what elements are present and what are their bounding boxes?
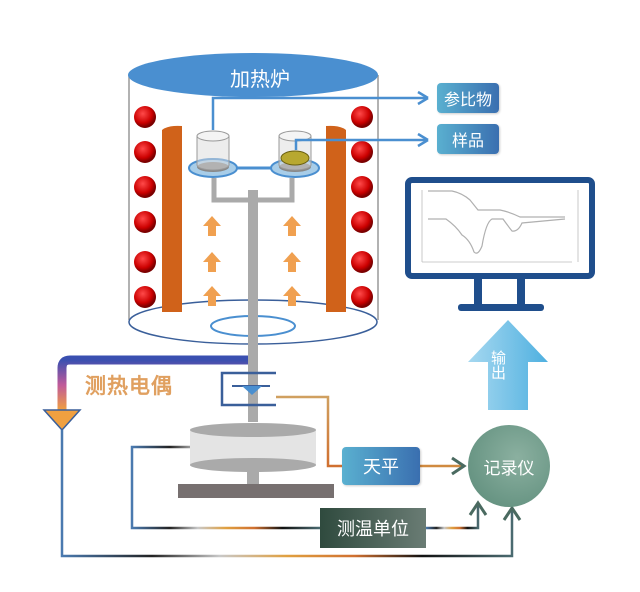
furnace-label: 加热炉 <box>230 66 290 91</box>
heat-flow-arrows <box>203 216 301 306</box>
heat-arrow-icon <box>203 286 221 306</box>
output-label: 输出 <box>489 350 507 380</box>
temperature-unit-box: 测温单位 <box>320 508 426 548</box>
heater-ball <box>134 176 156 198</box>
heater-ball <box>351 286 373 308</box>
recorder-node: 记录仪 <box>468 425 550 507</box>
thermocouple-arrow-icon <box>42 409 82 432</box>
heat-arrow-icon <box>203 216 221 236</box>
heater-ball <box>351 141 373 163</box>
thermocouple-lead <box>42 355 248 432</box>
heater-bar-right <box>326 125 346 312</box>
heater-ball <box>134 251 156 273</box>
heater-ball <box>134 106 156 128</box>
monitor-icon <box>405 177 595 311</box>
balance-base <box>178 484 334 498</box>
reference-crucible <box>188 130 238 178</box>
heater-ball <box>134 141 156 163</box>
output-arrow-icon <box>468 320 548 410</box>
thermocouple-label: 测热电偶 <box>85 374 173 398</box>
balance-label-box: 天平 <box>342 447 420 485</box>
label-leader-lines <box>211 90 429 150</box>
balance-drum <box>178 423 334 498</box>
heat-arrow-icon <box>283 252 301 272</box>
heater-ball <box>134 286 156 308</box>
heat-arrow-icon <box>283 216 301 236</box>
heater-ball <box>134 211 156 233</box>
heater-bars <box>162 125 346 312</box>
heater-bar-left <box>162 125 182 312</box>
signal-wires <box>60 395 522 558</box>
dta-curve <box>428 218 566 254</box>
heating-elements <box>134 106 373 308</box>
sample-crucible <box>270 130 320 178</box>
heat-arrow-icon <box>203 252 221 272</box>
heater-ball <box>351 176 373 198</box>
furnace-top <box>128 53 378 97</box>
heater-ball <box>351 211 373 233</box>
heater-ball <box>351 251 373 273</box>
balance-pointer <box>220 371 276 407</box>
tg-curve <box>428 190 565 218</box>
reference-label-box: 参比物 <box>437 83 499 113</box>
heat-arrow-icon <box>283 286 301 306</box>
heater-ball <box>351 106 373 128</box>
sample-granules <box>280 150 310 166</box>
sample-label-box: 样品 <box>437 124 499 154</box>
sample-holder-stand <box>211 178 295 422</box>
